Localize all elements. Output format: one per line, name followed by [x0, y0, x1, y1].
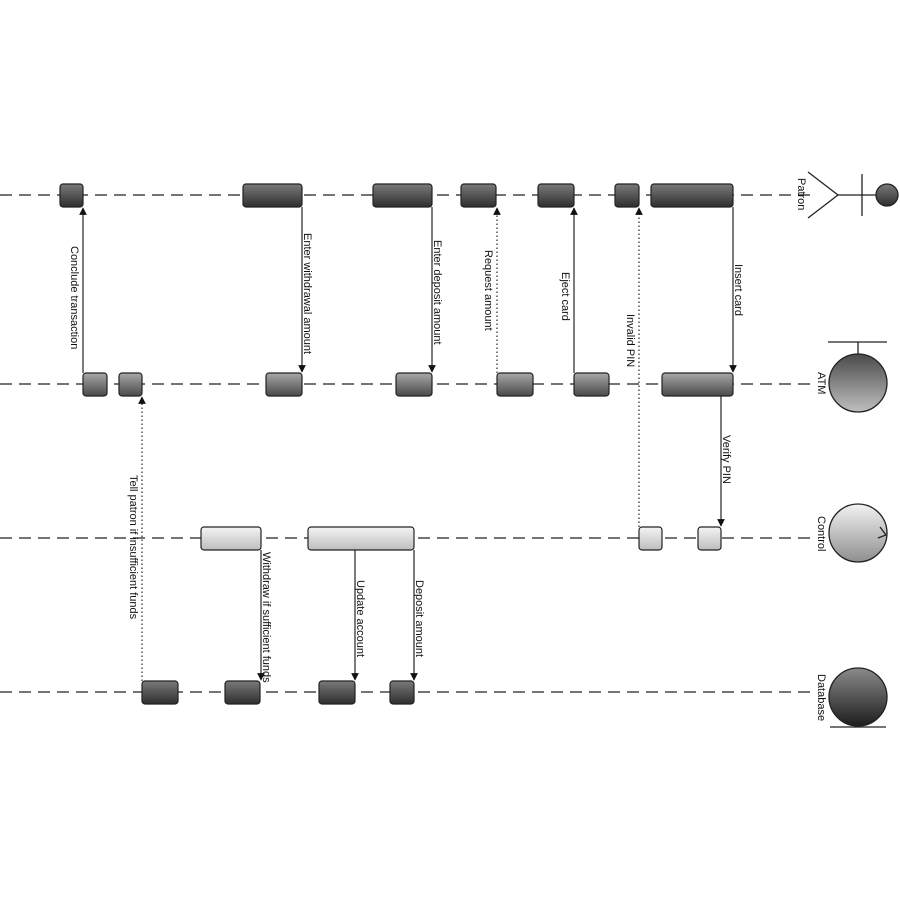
activation-box [661, 372, 734, 397]
activation-box [614, 183, 640, 208]
activation-box [265, 372, 303, 397]
lifelines [0, 194, 810, 693]
activation-box [537, 183, 575, 208]
activation-box [496, 372, 534, 397]
message-label: Enter withdrawal amount [301, 233, 313, 354]
activation-box [141, 680, 179, 705]
activations-control [200, 526, 722, 551]
entity-icon [828, 667, 888, 728]
activations-patron [59, 183, 734, 208]
activation-box [638, 526, 663, 551]
boundary-icon [828, 341, 888, 413]
control-icon [828, 503, 888, 563]
message-label: Tell patron if insufficient funds [127, 475, 139, 620]
participant-label-database: Database [815, 674, 827, 721]
actor-icon [807, 171, 899, 219]
activation-box [697, 526, 722, 551]
activation-box [224, 680, 261, 705]
message-label: Invalid PIN [624, 314, 636, 367]
activation-box [573, 372, 610, 397]
participant-label-atm: ATM [815, 372, 827, 394]
activations-atm [82, 372, 734, 397]
activation-box [118, 372, 143, 397]
message-label: Insert card [732, 264, 744, 316]
message-label: Update account [354, 580, 366, 657]
message-arrows [79, 207, 737, 681]
activation-box [318, 680, 356, 705]
activation-box [200, 526, 262, 551]
activation-box [389, 680, 415, 705]
activation-box [372, 183, 433, 208]
activation-box [82, 372, 108, 397]
message-label: Request amount [482, 250, 494, 331]
message-label: Deposit amount [413, 580, 425, 657]
participant-label-control: Control [815, 516, 827, 551]
activation-box [59, 183, 84, 208]
activations-database [141, 680, 415, 705]
message-label: Withdraw if sufficient funds [260, 552, 272, 683]
activation-box [460, 183, 497, 208]
message-label: Verify PIN [720, 435, 732, 484]
activation-box [307, 526, 415, 551]
message-label: Eject card [559, 272, 571, 321]
activation-box [242, 183, 303, 208]
message-label: Conclude transaction [68, 246, 80, 349]
activation-box [650, 183, 734, 208]
activation-box [395, 372, 433, 397]
message-label: Enter deposit amount [431, 240, 443, 345]
participant-label-patron: Patron [795, 178, 807, 210]
